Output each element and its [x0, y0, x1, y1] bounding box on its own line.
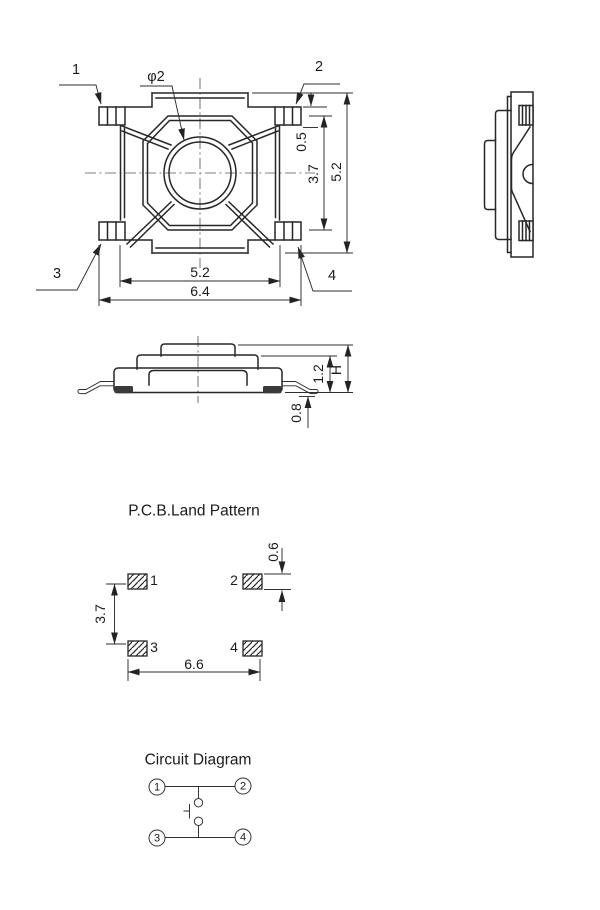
dim-terminal-offset: 0.5	[293, 132, 309, 152]
pin-1-label: 1	[72, 62, 80, 78]
dim-land-span: 6.6	[184, 656, 204, 672]
pin-2-label: 2	[315, 59, 323, 75]
cover-opening-octagon-inner	[146, 119, 254, 227]
dim-lead-seating: 0.8	[288, 403, 304, 423]
front-lead-left	[77, 381, 114, 395]
terminal-4	[274, 221, 302, 241]
cover-opening-octagon	[142, 115, 258, 231]
land-pattern-dimensions	[106, 548, 291, 681]
land-pad-3-label: 3	[150, 639, 158, 655]
dim-overall-width: 6.4	[190, 283, 210, 299]
button-outer-circle	[163, 136, 237, 210]
front-body-step	[136, 354, 259, 370]
terminal-2	[274, 106, 302, 126]
circuit-terminal-1-label: 1	[154, 782, 160, 794]
dim-body-thickness: 1.2	[310, 364, 326, 384]
land-pad-3	[127, 640, 148, 657]
front-view-dimensions	[238, 344, 353, 428]
dim-land-row-pitch: 3.7	[92, 604, 108, 624]
dim-body-width: 5.2	[190, 264, 210, 280]
terminal-1	[98, 106, 126, 126]
top-view: 1 φ2 2 3 4 0.5 3.7 5.2 5.2 6.4	[36, 59, 353, 306]
circuit-terminal-2-label: 2	[240, 781, 246, 793]
front-cover-inner-line	[148, 369, 248, 386]
front-button	[160, 343, 236, 357]
front-lead-left-section	[114, 386, 133, 394]
circuit-actuator	[183, 804, 190, 819]
land-pad-1	[127, 573, 148, 590]
front-lead-right	[282, 381, 319, 395]
pin-3-label: 3	[53, 266, 61, 282]
land-pad-4-label: 4	[230, 639, 238, 655]
circuit-terminal-1-circle	[148, 778, 166, 796]
land-pad-4	[242, 640, 263, 657]
land-pattern-title: P.C.B.Land Pattern	[128, 503, 260, 520]
side-view	[483, 91, 534, 258]
side-plunger-nub	[522, 163, 534, 185]
pin-4-label: 4	[328, 268, 336, 284]
dim-total-height: H	[328, 365, 344, 375]
side-dome-profile	[510, 125, 532, 233]
front-view: 1.2 H 0.8	[77, 336, 353, 428]
top-view-dimensions	[98, 92, 353, 306]
front-base	[113, 367, 283, 394]
button-diameter-label: φ2	[147, 69, 164, 85]
dim-body-height: 5.2	[328, 162, 344, 182]
dim-terminal-pitch: 3.7	[305, 164, 321, 184]
front-lead-right-section	[263, 386, 282, 394]
circuit-terminal-3-label: 3	[154, 833, 160, 845]
circuit-terminal-4-circle	[234, 828, 252, 846]
land-pad-2-label: 2	[230, 572, 238, 588]
dim-land-pad-height: 0.6	[265, 542, 281, 562]
circuit-contact-lower	[193, 816, 204, 826]
top-view-body-outline	[119, 92, 281, 254]
land-pad-1-label: 1	[150, 572, 158, 588]
land-pad-2	[242, 573, 263, 590]
top-view-pin-leaders	[36, 83, 352, 292]
pcb-land-pattern: P.C.B.Land Pattern 1 2 3 4 3.7 0.6 6.6	[92, 503, 291, 681]
circuit-contact-upper	[193, 798, 204, 808]
side-button-step	[483, 139, 497, 211]
circuit-terminal-4-label: 4	[240, 832, 246, 844]
circuit-diagram-title: Circuit Diagram	[145, 752, 252, 769]
circuit-diagram: Circuit Diagram 1 2 3 4	[145, 752, 252, 847]
button-inner-circle	[168, 141, 232, 205]
terminal-3	[98, 221, 126, 241]
circuit-terminal-3-circle	[148, 829, 166, 847]
side-body-step	[494, 109, 512, 241]
circuit-terminal-2-circle	[234, 777, 252, 795]
